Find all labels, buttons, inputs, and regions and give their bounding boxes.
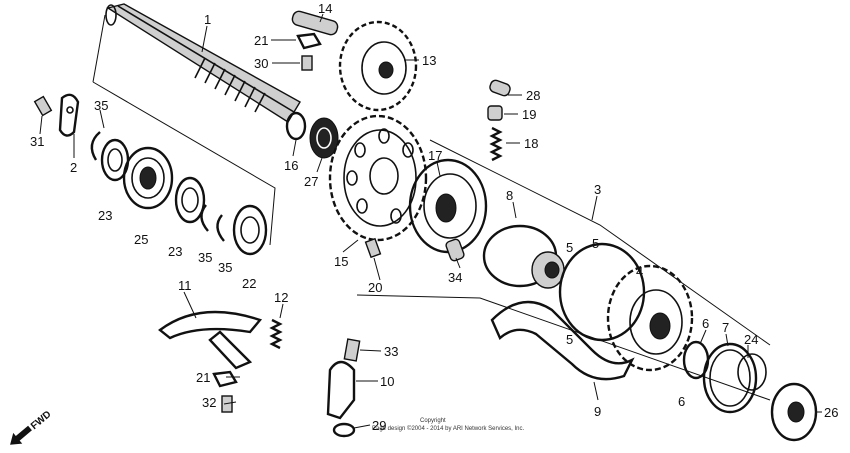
callout-5c: 5 — [566, 332, 573, 347]
callout-1: 1 — [204, 12, 211, 27]
callout-7: 7 — [722, 320, 729, 335]
copyright-notice: Page design ©2004 - 2014 by ARI Network … — [372, 425, 525, 432]
callout-8: 8 — [506, 188, 513, 203]
pin-14 — [291, 10, 339, 36]
sprocket-15 — [328, 114, 428, 242]
callout-6a: 6 — [702, 316, 709, 331]
leader-lines — [39, 13, 822, 429]
callout-15: 15 — [334, 254, 348, 269]
plate-21-top — [296, 32, 322, 50]
callout-32: 32 — [202, 395, 216, 410]
callout-19: 19 — [522, 107, 536, 122]
spring-12 — [269, 318, 283, 350]
callout-29: 29 — [372, 418, 386, 433]
callout-12: 12 — [274, 290, 288, 305]
clutch-8 — [482, 224, 565, 289]
fwd-label: FWD — [29, 409, 54, 432]
callout-26: 26 — [824, 405, 838, 420]
callout-27: 27 — [304, 174, 318, 189]
callout-2: 2 — [70, 160, 77, 175]
callout-20: 20 — [368, 280, 382, 295]
pin-34 — [445, 238, 465, 262]
callout-9: 9 — [594, 404, 601, 419]
arm-9 — [490, 300, 635, 381]
gear-assembly — [558, 242, 694, 372]
callout-31: 31 — [30, 134, 44, 149]
callout-18: 18 — [524, 136, 538, 151]
pin-28 — [489, 79, 511, 97]
bushing-16 — [285, 111, 307, 141]
callout-13: 13 — [422, 53, 436, 68]
callout-17: 17 — [428, 148, 442, 163]
washer-22 — [232, 204, 268, 256]
sprocket-13 — [338, 20, 418, 112]
washer-23-right — [174, 176, 206, 224]
cap-19 — [487, 105, 503, 121]
washer-23-left — [100, 138, 130, 182]
spring-24 — [737, 353, 767, 391]
forward-direction-arrow: FWD — [10, 409, 54, 445]
callout-21a: 21 — [254, 33, 268, 48]
callout-25: 25 — [134, 232, 148, 247]
callout-33: 33 — [384, 344, 398, 359]
plate-2 — [58, 93, 80, 137]
callout-numbers: 1 2 3 4 5 5 5 6 6 7 8 9 10 11 12 13 14 1… — [30, 1, 838, 433]
plate-21-bottom — [212, 370, 238, 388]
callout-35a: 35 — [94, 98, 108, 113]
callout-23b: 23 — [168, 244, 182, 259]
callout-16: 16 — [284, 158, 298, 173]
callout-28: 28 — [526, 88, 540, 103]
copyright-heading: Copyright — [420, 418, 446, 424]
spring-18 — [489, 126, 503, 162]
bearing-25 — [122, 146, 174, 210]
callout-23a: 23 — [98, 208, 112, 223]
callout-22: 22 — [242, 276, 256, 291]
bracket-10 — [326, 360, 356, 420]
callout-10: 10 — [380, 374, 394, 389]
bolt-31 — [33, 95, 53, 117]
ring-7 — [702, 342, 758, 414]
needle-bearing-27 — [309, 117, 339, 159]
circlip-35 — [90, 131, 225, 242]
screw-33 — [343, 338, 361, 362]
callout-5b: 5 — [592, 236, 599, 251]
callout-5a: 5 — [566, 240, 573, 255]
bearing-26 — [770, 382, 818, 442]
bolt-20 — [364, 237, 382, 259]
callout-34: 34 — [448, 270, 462, 285]
bolt-30 — [301, 55, 313, 71]
callout-21b: 21 — [196, 370, 210, 385]
countershaft — [105, 3, 301, 123]
callout-14: 14 — [318, 1, 332, 16]
fork-11 — [158, 310, 263, 370]
callout-24: 24 — [744, 332, 758, 347]
washer-29 — [332, 422, 356, 438]
callout-3: 3 — [594, 182, 601, 197]
callout-30: 30 — [254, 56, 268, 71]
callout-35c: 35 — [218, 260, 232, 275]
callout-4: 4 — [636, 264, 643, 279]
callout-35b: 35 — [198, 250, 212, 265]
callout-11: 11 — [178, 278, 192, 293]
callout-6b: 6 — [678, 394, 685, 409]
